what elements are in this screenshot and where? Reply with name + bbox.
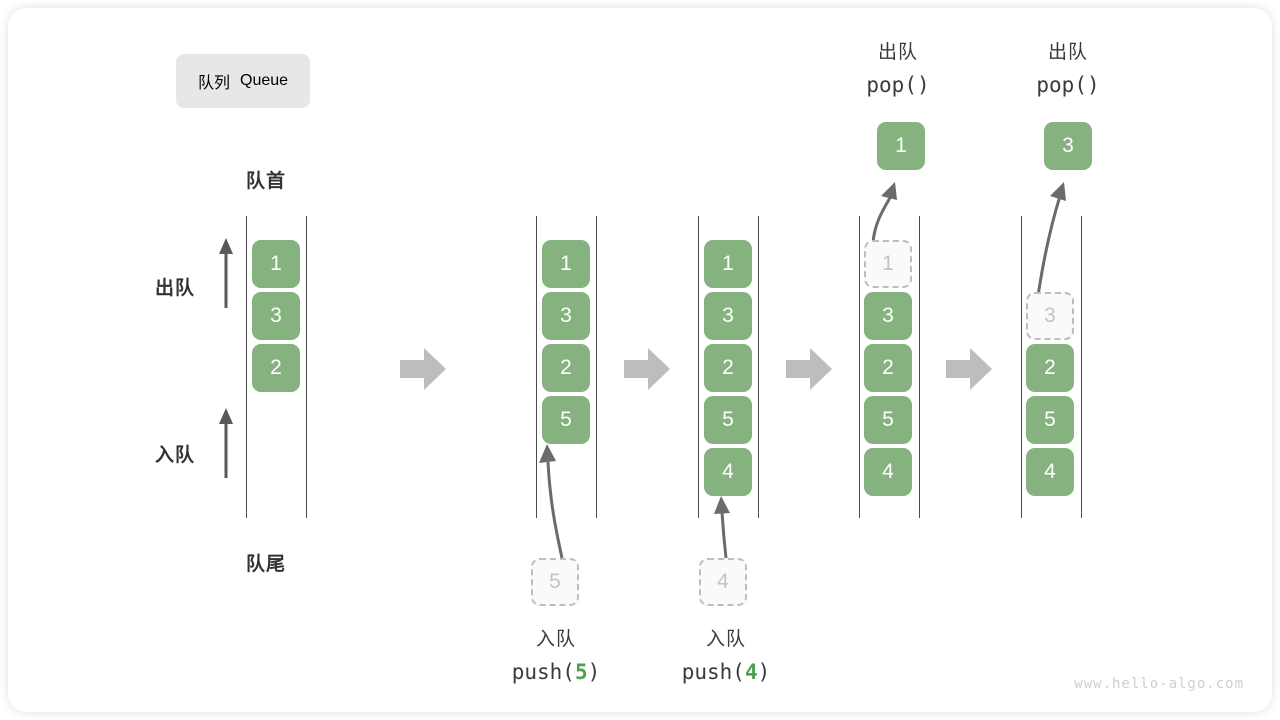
enqueue-arrow — [714, 496, 730, 559]
queue-front-label: 队首 — [246, 171, 287, 192]
queue-cell: 3 — [252, 292, 300, 340]
queue-cell: 4 — [1026, 448, 1074, 496]
queue-rail-left-4 — [859, 216, 860, 518]
dequeue-direction-label: 出队 — [155, 278, 196, 299]
push-4-caption-cn: 入队 — [705, 629, 746, 650]
queue-rail-right-1 — [306, 216, 307, 518]
queue-cell: 4 — [704, 448, 752, 496]
queue-rail-right-3 — [758, 216, 759, 518]
vacated-ghost-cell: 3 — [1026, 292, 1074, 340]
queue-cell: 2 — [704, 344, 752, 392]
queue-cell: 2 — [864, 344, 912, 392]
queue-rail-left-2 — [536, 216, 537, 518]
enqueue-arrow — [539, 444, 564, 559]
popped-cell: 3 — [1044, 122, 1092, 170]
push-4-caption: 入队 push(4) — [646, 623, 806, 687]
queue-rear-label: 队尾 — [246, 554, 287, 575]
push-5-caption-cn: 入队 — [535, 629, 576, 650]
queue-cell: 3 — [542, 292, 590, 340]
dequeue-direction-arrow — [219, 238, 233, 308]
popped-cell: 1 — [877, 122, 925, 170]
push-4-caption-code: push(4) — [646, 657, 806, 687]
queue-cell: 1 — [542, 240, 590, 288]
queue-rail-left-3 — [698, 216, 699, 518]
step-transition-arrow — [946, 348, 992, 390]
dequeue-arrow — [871, 182, 897, 243]
vacated-ghost-cell: 1 — [864, 240, 912, 288]
queue-cell: 2 — [542, 344, 590, 392]
push-4-code-prefix: push( — [681, 660, 745, 684]
push-5-code-suffix: ) — [587, 660, 601, 684]
queue-cell: 1 — [704, 240, 752, 288]
step-transition-arrow — [786, 348, 832, 390]
incoming-ghost-cell: 4 — [699, 558, 747, 606]
queue-rail-left-5 — [1021, 216, 1022, 518]
queue-cell: 1 — [252, 240, 300, 288]
pop-1-caption-cn: 出队 — [877, 42, 918, 63]
step-transition-arrow — [400, 348, 446, 390]
queue-cell: 4 — [864, 448, 912, 496]
pop-3-caption-cn: 出队 — [1047, 42, 1088, 63]
title-badge: 队列 Queue — [176, 54, 311, 108]
queue-rail-right-5 — [1081, 216, 1082, 518]
enqueue-direction-label: 入队 — [155, 445, 196, 466]
queue-rail-left-1 — [246, 216, 247, 518]
queue-cell: 5 — [864, 396, 912, 444]
watermark: www.hello-algo.com — [1074, 676, 1244, 692]
queue-cell: 2 — [1026, 344, 1074, 392]
incoming-ghost-cell: 5 — [531, 558, 579, 606]
push-5-caption: 入队 push(5) — [476, 623, 636, 687]
pop-1-caption-code: pop() — [866, 73, 930, 97]
queue-rail-right-2 — [596, 216, 597, 518]
queue-rail-right-4 — [919, 216, 920, 518]
push-5-code-value: 5 — [574, 660, 588, 684]
pop-3-caption-code: pop() — [1036, 73, 1100, 97]
enqueue-direction-arrow — [219, 408, 233, 478]
title-english: Queue — [240, 72, 289, 89]
dequeue-arrow — [1036, 182, 1066, 297]
queue-cell: 3 — [704, 292, 752, 340]
push-5-code-prefix: push( — [511, 660, 575, 684]
push-4-code-value: 4 — [744, 660, 758, 684]
pop-3-caption: 出队 pop() — [1003, 36, 1133, 100]
push-4-code-suffix: ) — [757, 660, 771, 684]
queue-cell: 2 — [252, 344, 300, 392]
pop-1-caption: 出队 pop() — [833, 36, 963, 100]
step-transition-arrow — [624, 348, 670, 390]
diagram-card: 队列 Queue 队首 队尾 出队 入队 1 3 2 1 3 2 5 5 入队 … — [8, 8, 1272, 712]
queue-cell: 5 — [1026, 396, 1074, 444]
title-chinese: 队列 — [198, 75, 231, 92]
queue-cell: 5 — [542, 396, 590, 444]
queue-cell: 3 — [864, 292, 912, 340]
push-5-caption-code: push(5) — [476, 657, 636, 687]
queue-cell: 5 — [704, 396, 752, 444]
